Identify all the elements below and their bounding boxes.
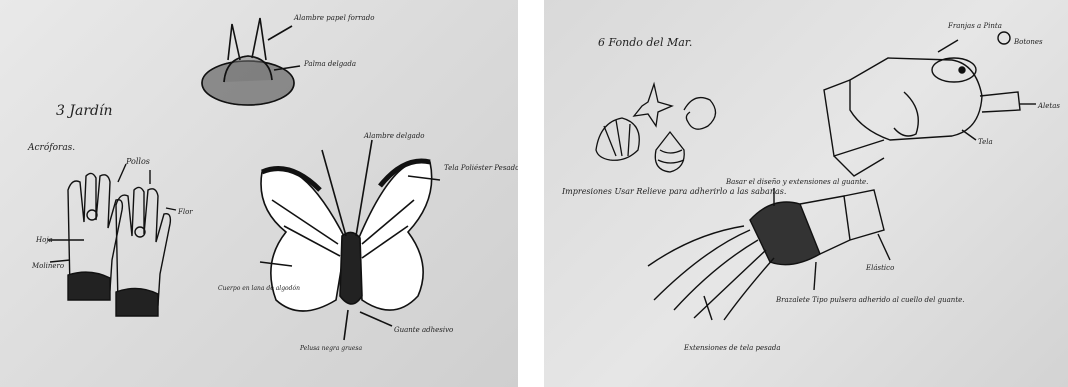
gloves-title: Acróforas. xyxy=(27,142,75,153)
shells-drawing xyxy=(596,84,716,172)
hat-wire-label: Alambre papel forrado xyxy=(293,14,374,22)
fish-fins-label: Aletas xyxy=(1037,102,1060,110)
seabed-sketch: 6 Fondo del Mar. Impresiones Usar Reliev… xyxy=(544,0,1068,387)
fish-stripes-label: Franjas a Pinta xyxy=(947,22,1002,30)
butterfly-antenna-label: Alambre delgado xyxy=(363,132,425,140)
butterfly-body-note: Cuerpo en lana de algodón xyxy=(218,285,300,292)
sketch-sheet-seabed: 6 Fondo del Mar. Impresiones Usar Reliev… xyxy=(544,0,1068,387)
jellyfish-bracelet-label: Brazalete Tipo pulsera adherido al cuell… xyxy=(775,296,965,304)
sketch-sheet-garden: 3 Jardín Alambre papel forrado Palma del… xyxy=(0,0,518,387)
gloves-shoe-label: Molinero xyxy=(31,262,64,270)
jellyfish-top-note: Basar el diseño y extensiones al guante. xyxy=(725,178,868,186)
fish-fabric-label: Tela xyxy=(978,138,993,146)
gloves-bulbs-label: Pollos xyxy=(125,157,150,166)
sheet-gap xyxy=(518,0,544,387)
shells-note: Impresiones Usar Relieve para adherirlo … xyxy=(561,187,786,196)
butterfly-base-label: Pelusa negra gruesa xyxy=(299,345,362,352)
garden-heading: 3 Jardín xyxy=(56,103,112,119)
butterfly-glove-label: Guante adhesivo xyxy=(394,326,453,334)
butterfly-fabric-label: Tela Poliéster Pesado xyxy=(444,164,518,172)
seabed-heading: 6 Fondo del Mar. xyxy=(598,36,692,49)
jellyfish-extensions-label: Extensiones de tela pesada xyxy=(683,344,781,352)
hat-drawing xyxy=(202,18,300,105)
butterfly-drawing xyxy=(260,140,440,340)
fish-buttons-label: Botones xyxy=(1013,38,1043,46)
fish-drawing xyxy=(824,32,1036,176)
jellyfish-elastic-label: Elástico xyxy=(865,264,894,272)
gloves-flower-label: Flor xyxy=(177,208,193,216)
gloves-drawing xyxy=(48,164,176,316)
garden-sketch: 3 Jardín Alambre papel forrado Palma del… xyxy=(0,0,518,387)
hat-ribbon-label: Palma delgada xyxy=(303,60,356,68)
gloves-leaf-label: Hoja xyxy=(35,236,53,244)
